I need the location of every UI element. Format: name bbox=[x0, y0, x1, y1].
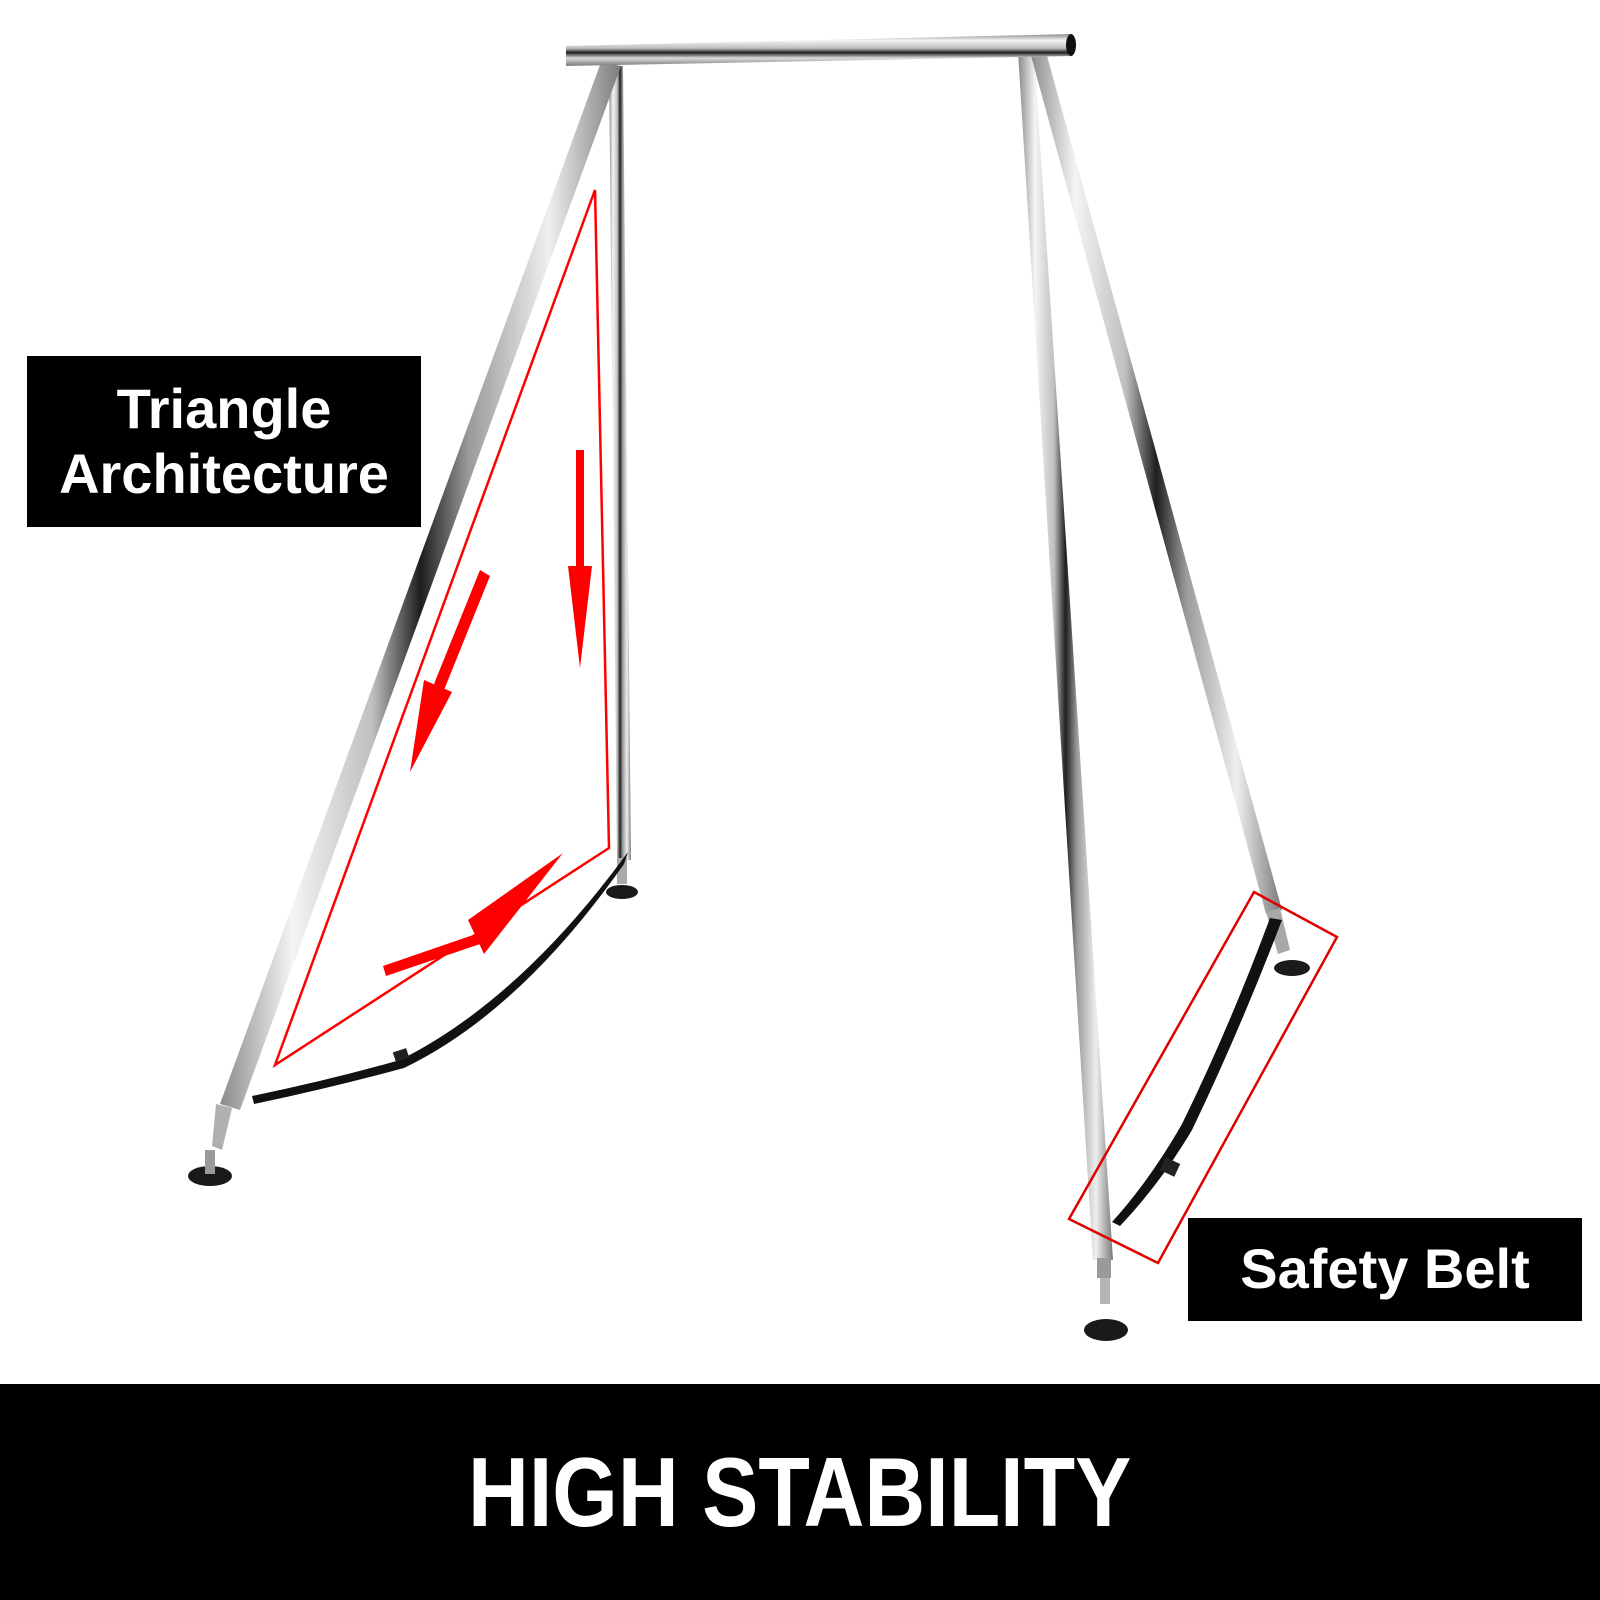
aerial-yoga-frame-illustration bbox=[188, 34, 1339, 1341]
right-rear-leg bbox=[1030, 52, 1310, 976]
safety-belt-highlight-box bbox=[1067, 890, 1339, 1265]
triangle-architecture-label: Triangle Architecture bbox=[27, 356, 421, 527]
banner-title: HIGH STABILITY bbox=[468, 1436, 1132, 1547]
bottom-banner: HIGH STABILITY bbox=[0, 1384, 1600, 1600]
right-front-leg bbox=[1018, 52, 1128, 1341]
left-rear-leg bbox=[606, 66, 638, 899]
safety-belt-label: Safety Belt bbox=[1188, 1218, 1582, 1321]
force-arrow-right-icon bbox=[383, 853, 563, 976]
triangle-outline-annotation bbox=[272, 189, 611, 1069]
top-crossbar bbox=[566, 34, 1076, 66]
force-arrow-down-vertical-icon bbox=[568, 450, 592, 668]
triangle-label-line2: Architecture bbox=[59, 441, 389, 505]
force-arrow-down-diagonal-icon bbox=[410, 570, 490, 772]
left-front-leg bbox=[188, 62, 621, 1186]
right-safety-strap bbox=[1112, 918, 1282, 1226]
safety-label-text: Safety Belt bbox=[1240, 1237, 1530, 1301]
triangle-label-line1: Triangle bbox=[116, 377, 332, 441]
